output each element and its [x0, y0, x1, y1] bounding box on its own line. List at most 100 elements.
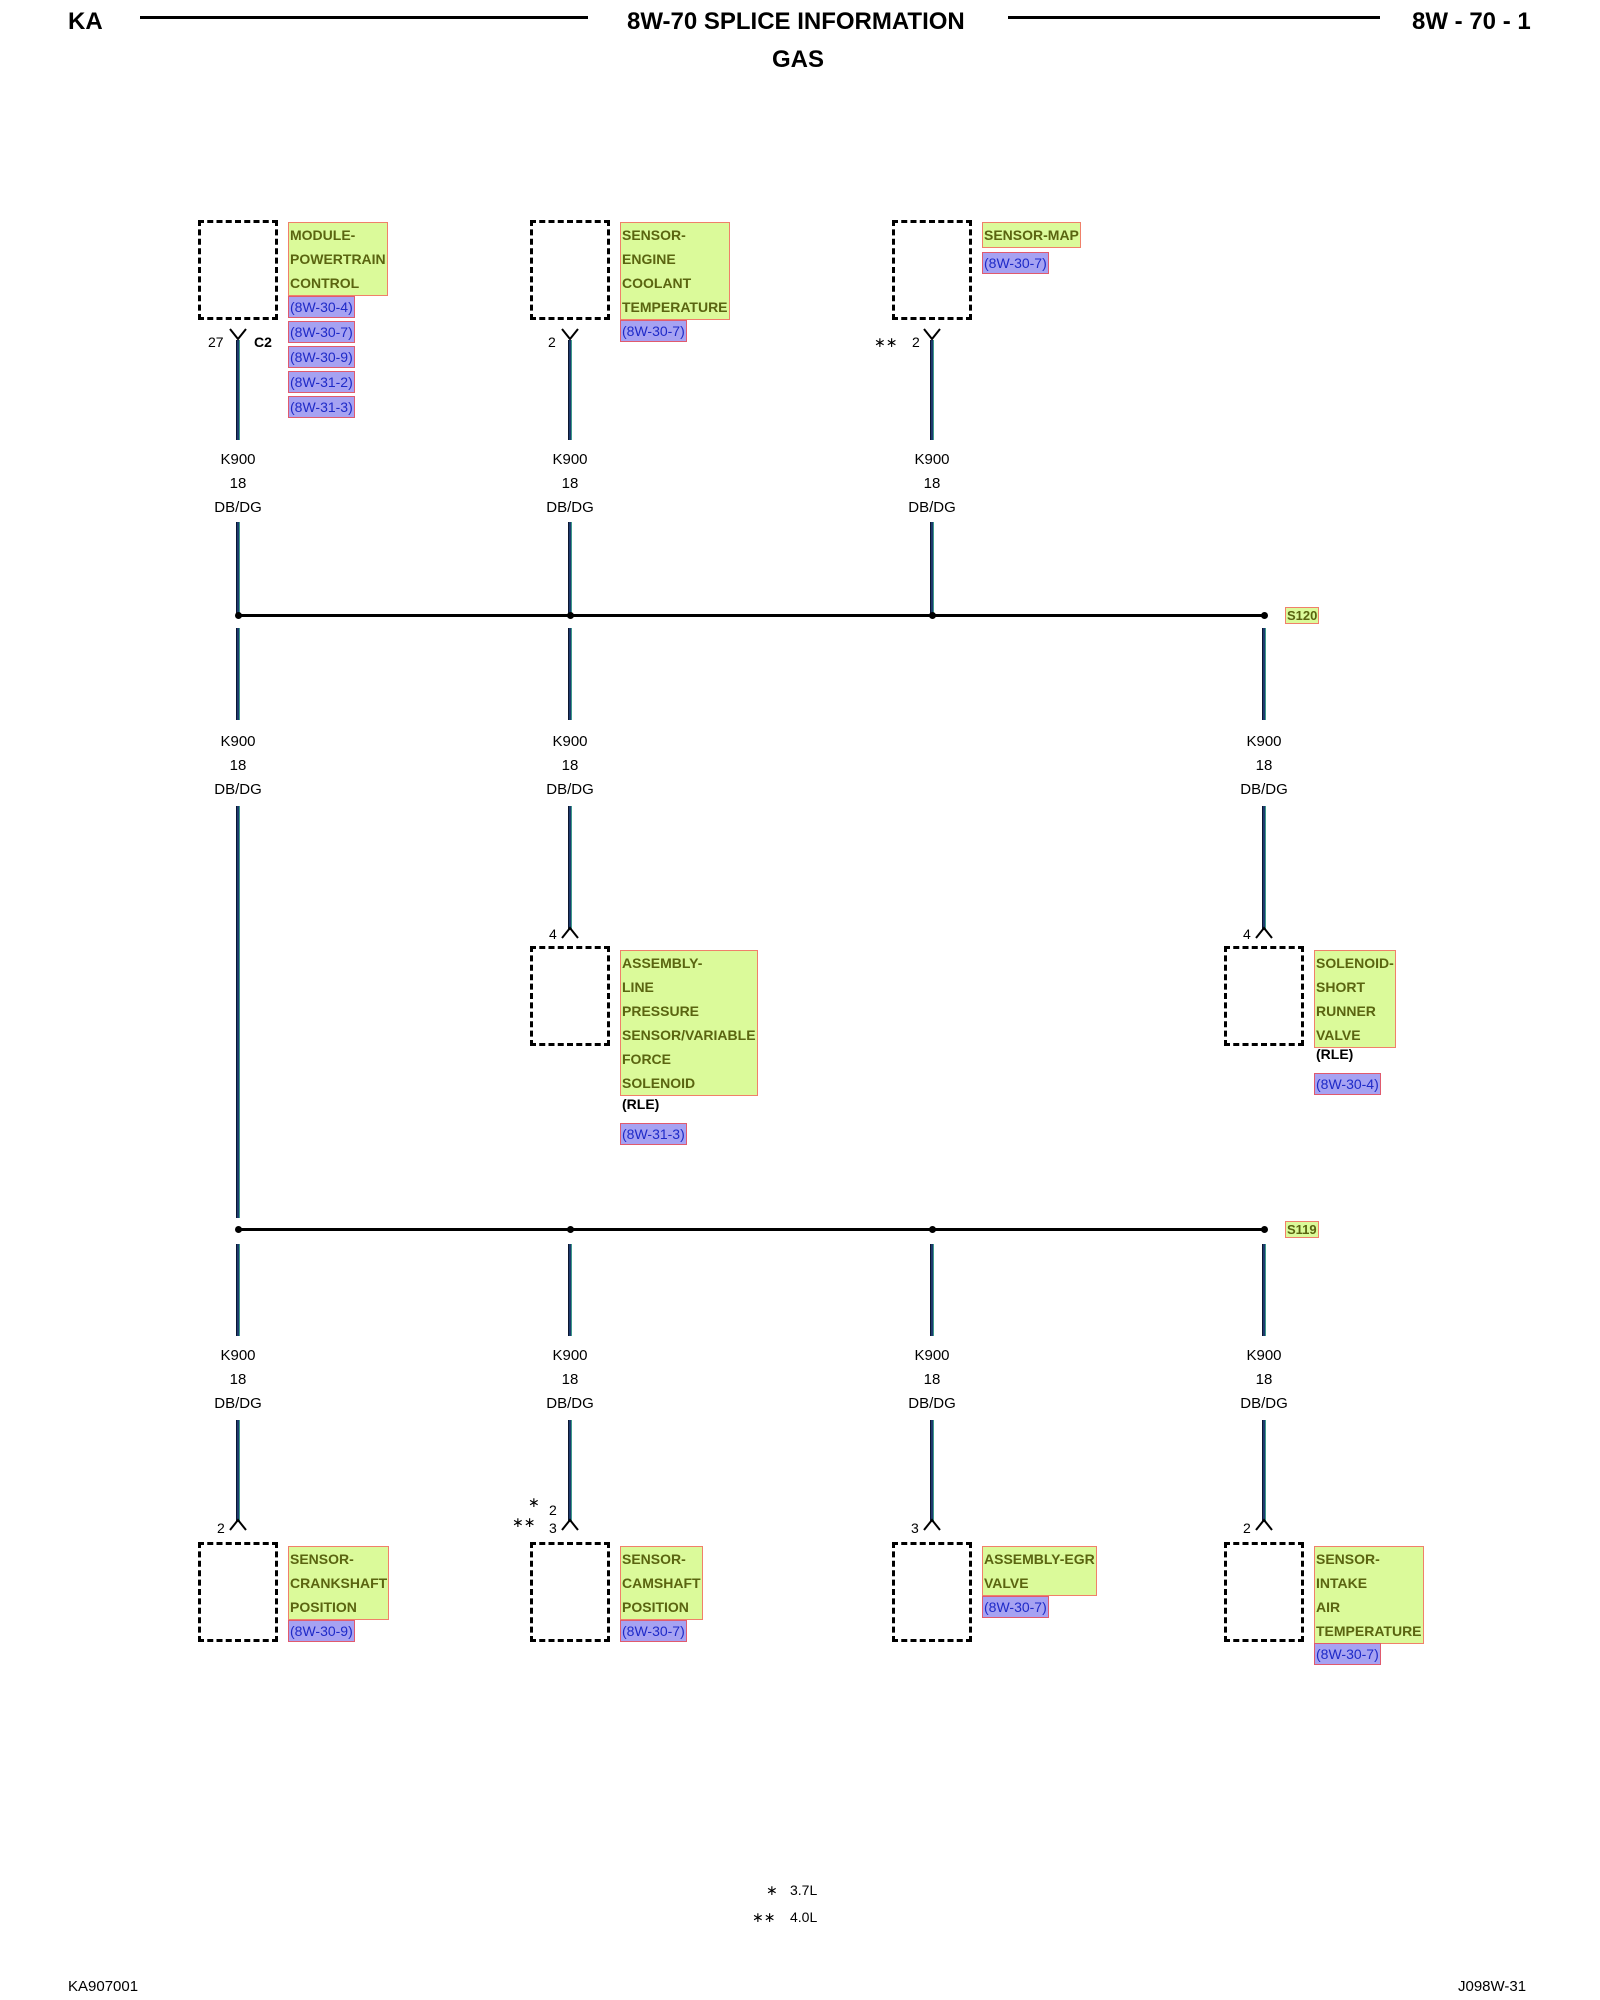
page-reference-link[interactable]: (8W-30-7)	[620, 1620, 687, 1642]
connector-symbol	[561, 328, 579, 341]
splice-node	[1261, 1226, 1268, 1233]
component-name-map: SENSOR-MAP	[982, 222, 1081, 248]
component-map-sensor	[892, 220, 972, 320]
pin-number: 2	[549, 1502, 557, 1518]
splice-node	[1261, 612, 1268, 619]
legend-item: ∗	[766, 1882, 778, 1898]
footer-ref-id: J098W-31	[1458, 1978, 1527, 1995]
connector-symbol	[923, 1518, 941, 1531]
splice-node	[235, 612, 242, 619]
legend-item: 4.0L	[790, 1909, 818, 1925]
variant-marker: ∗∗	[512, 1514, 536, 1530]
page-reference-link[interactable]: (8W-30-9)	[288, 1620, 355, 1642]
legend-item: ∗∗	[752, 1909, 776, 1925]
page-reference-link[interactable]: (8W-31-3)	[620, 1123, 687, 1145]
wire-left-trunk	[236, 806, 240, 1218]
footer-doc-id: KA907001	[68, 1978, 139, 1995]
wire-cmp	[568, 1420, 572, 1522]
splice-node	[929, 1226, 936, 1233]
wire-lps	[568, 806, 572, 930]
component-pcm	[198, 220, 278, 320]
splice-bus-s120	[238, 614, 1266, 617]
wire-pcm-s120	[236, 522, 240, 614]
wire-map-s120	[930, 522, 934, 614]
pin-number: 3	[911, 1520, 919, 1536]
page-reference-link[interactable]: (8W-30-7)	[982, 1596, 1049, 1618]
page-title: 8W-70 SPLICE INFORMATION	[627, 8, 965, 35]
splice-node	[929, 612, 936, 619]
variant-marker: ∗∗	[874, 334, 898, 350]
component-camshaft-sensor	[530, 1542, 610, 1642]
connector-symbol	[561, 926, 579, 939]
connector-symbol	[229, 328, 247, 341]
wire-pcm-top	[236, 340, 240, 440]
wire-ckp	[236, 1420, 240, 1522]
header-rule-left	[140, 16, 588, 19]
pin-number: 4	[549, 926, 557, 942]
pin-number: 2	[912, 334, 920, 350]
wire-egr	[930, 1420, 934, 1522]
page-number: 8W - 70 - 1	[1412, 8, 1531, 35]
page-reference-link[interactable]: (8W-30-7)	[288, 321, 355, 343]
connector-symbol	[229, 1518, 247, 1531]
wire-s120-srv	[1262, 628, 1266, 720]
component-line-pressure-sensor	[530, 946, 610, 1046]
component-ect-sensor	[530, 220, 610, 320]
header-rule-right	[1008, 16, 1380, 19]
splice-label-s119: S119	[1285, 1221, 1319, 1238]
connector-id: C2	[254, 334, 272, 350]
pin-number: 3	[549, 1520, 557, 1536]
variant-note: (RLE)	[622, 1096, 660, 1112]
splice-label-s120: S120	[1285, 607, 1320, 624]
wire-s119-iat	[1262, 1244, 1266, 1336]
wire-s120-down-left	[236, 628, 240, 720]
variant-marker: ∗	[528, 1494, 540, 1510]
pin-number: 4	[1243, 926, 1251, 942]
page-reference-link[interactable]: (8W-30-7)	[982, 252, 1049, 274]
legend-item: 3.7L	[790, 1882, 818, 1898]
splice-bus-s119	[238, 1228, 1266, 1231]
header-left: KA	[68, 8, 103, 35]
wire-map-top	[930, 340, 934, 440]
component-egr-valve	[892, 1542, 972, 1642]
page-reference-link[interactable]: (8W-30-4)	[288, 296, 355, 318]
variant-note: (RLE)	[1316, 1046, 1354, 1062]
pin-number: 2	[1243, 1520, 1251, 1536]
wire-ect-top	[568, 340, 572, 440]
wire-s119-ckp	[236, 1244, 240, 1336]
page-reference-link[interactable]: (8W-30-9)	[288, 346, 355, 368]
component-crankshaft-sensor	[198, 1542, 278, 1642]
splice-node	[567, 1226, 574, 1233]
page-reference-link[interactable]: (8W-30-7)	[620, 320, 687, 342]
page-reference-link[interactable]: (8W-31-3)	[288, 396, 355, 418]
splice-node	[567, 612, 574, 619]
connector-symbol	[923, 328, 941, 341]
splice-node	[235, 1226, 242, 1233]
wire-s120-lps	[568, 628, 572, 720]
wire-s119-cmp	[568, 1244, 572, 1336]
page-reference-link[interactable]: (8W-30-4)	[1314, 1073, 1381, 1095]
wire-ect-s120	[568, 522, 572, 614]
page-reference-link[interactable]: (8W-30-7)	[1314, 1643, 1381, 1665]
connector-symbol	[1255, 1518, 1273, 1531]
page-reference-link[interactable]: (8W-31-2)	[288, 371, 355, 393]
wire-s119-egr	[930, 1244, 934, 1336]
page-subtitle: GAS	[772, 46, 825, 73]
pin-number: 27	[208, 334, 224, 350]
connector-symbol	[1255, 926, 1273, 939]
